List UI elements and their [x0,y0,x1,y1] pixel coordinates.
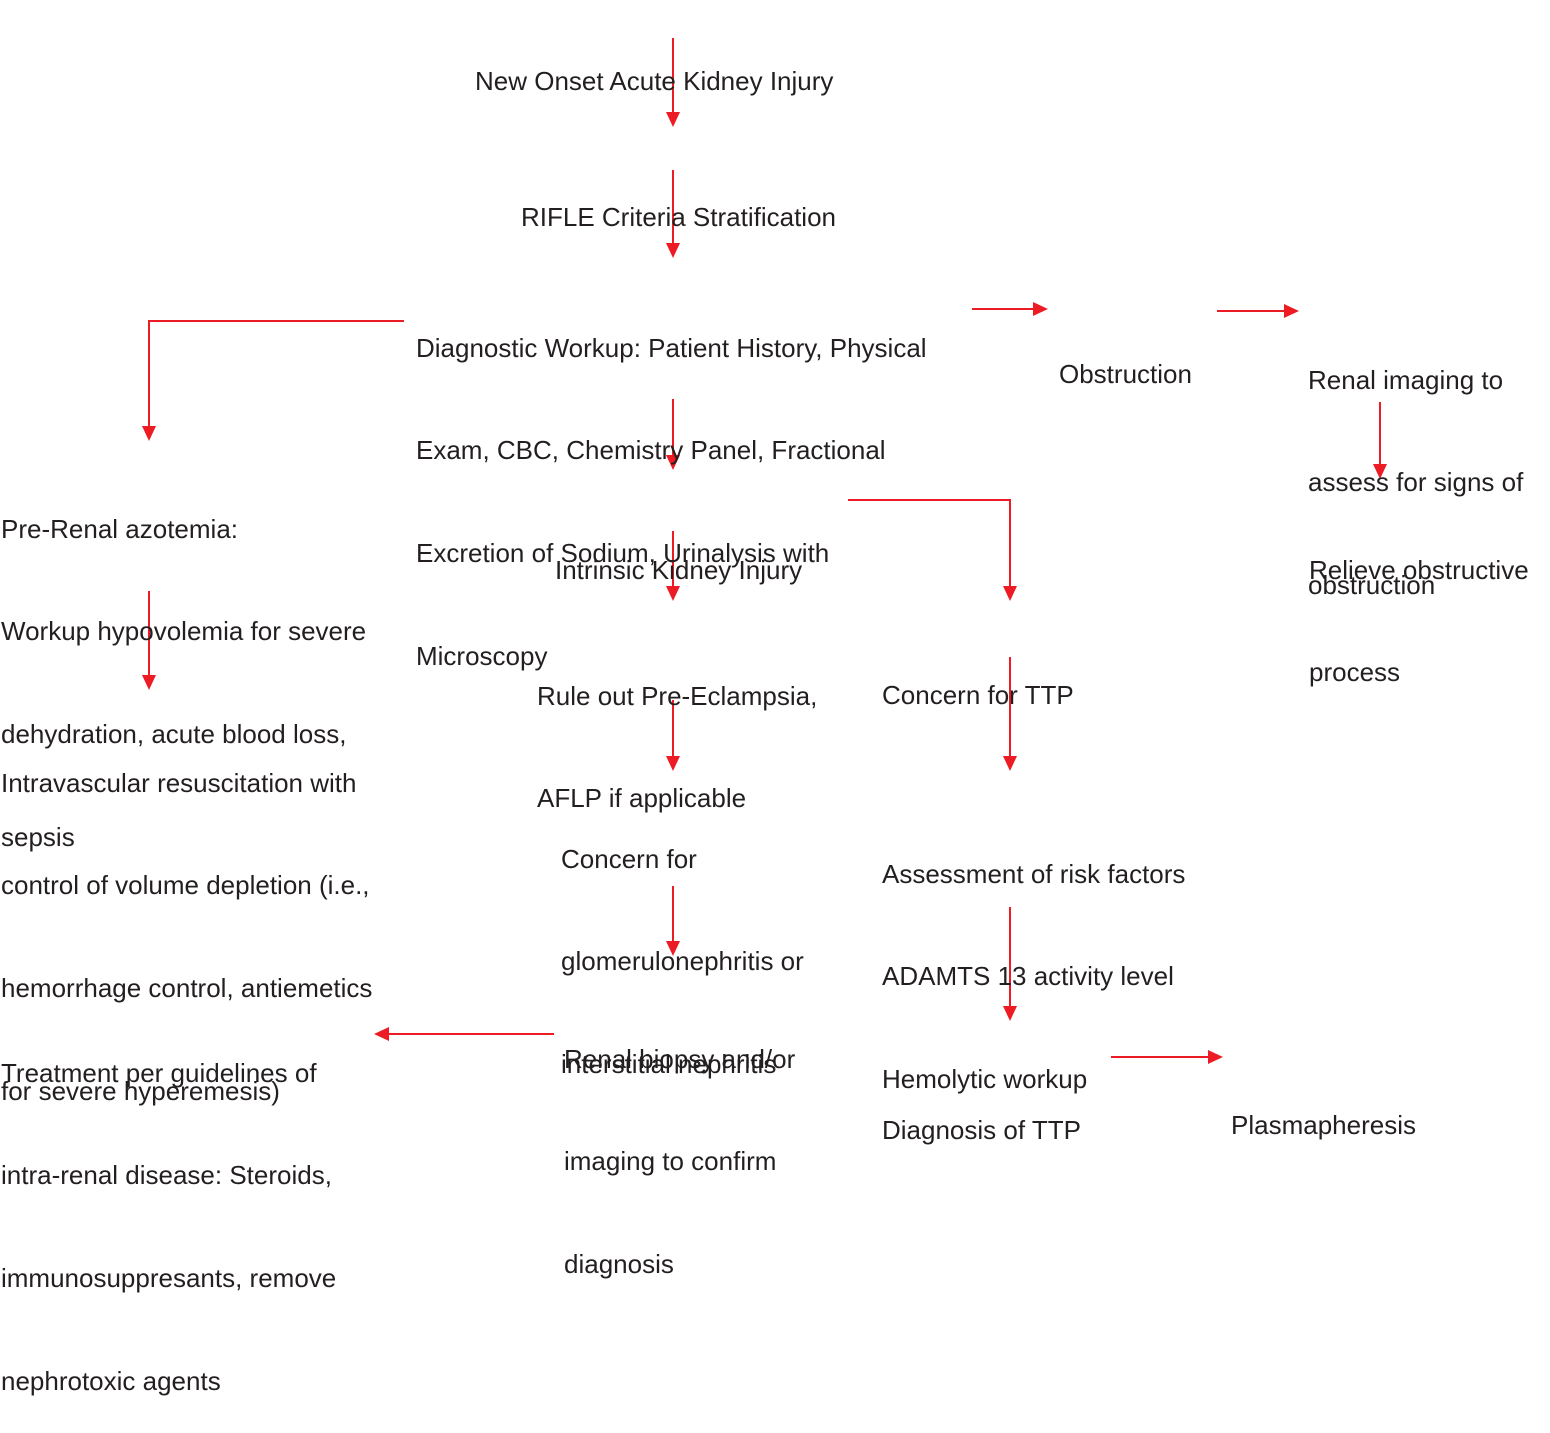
node-text-line: Microscopy [416,641,548,672]
node-text-line: New Onset Acute Kidney Injury [475,65,834,96]
node-plasmapheresis: Plasmapheresis [1231,1039,1416,1176]
arrow-workup-to-obstruction [972,302,1048,316]
node-text-line: Pre-Renal azotemia: [1,513,238,544]
node-text-line: immunosuppresants, remove [1,1263,337,1294]
node-intrinsic-kidney-injury: Intrinsic Kidney Injury [555,484,802,621]
node-text-line: Intravascular resuscitation with [1,767,357,798]
arrow-new-onset-to-rifle [666,38,680,127]
node-text-line: diagnosis [564,1249,674,1280]
node-text-line: Intrinsic Kidney Injury [555,554,803,585]
arrow-diagnosis-ttp-to-plasmapheresis [1111,1050,1223,1064]
node-text-line: glomerulonephritis or [561,946,804,977]
node-text-line: Assessment of risk factors [882,858,1186,889]
node-text-line: Relieve obstructive [1309,554,1529,585]
node-intravascular-resuscitation: Intravascular resuscitation with control… [1,697,372,1143]
node-text-line: Exam, CBC, Chemistry Panel, Fractional [416,435,886,466]
arrow-glomerulo-to-biopsy [666,886,680,956]
node-text-line: ADAMTS 13 activity level [882,961,1174,992]
node-new-onset-aki: New Onset Acute Kidney Injury [475,0,833,132]
node-treatment-guidelines: Treatment per guidelines of intra-renal … [1,987,336,1433]
node-text-line: Rule out Pre-Eclampsia, [537,680,818,711]
node-text-line: Plasmapheresis [1231,1109,1416,1140]
node-text-line: Workup hypovolemia for severe [1,616,367,647]
node-diagnosis-of-ttp: Diagnosis of TTP [882,1044,1081,1181]
node-text-line: Treatment per guidelines of [1,1057,317,1088]
arrow-layer [142,38,1387,1064]
arrow-workup-to-pre-renal [142,320,404,441]
node-text-line: hemorrhage control, antiemetics [1,973,373,1004]
node-text-line: Renal imaging to [1308,364,1504,395]
arrow-rifle-to-workup [666,170,680,258]
node-text-line: assess for signs of [1308,467,1524,498]
node-renal-imaging: Renal imaging to assess for signs of obs… [1308,294,1523,637]
node-text-line: interstitial nephritis [561,1049,777,1080]
node-assessment-risk-factors: Assessment of risk factors ADAMTS 13 act… [882,788,1185,1131]
node-diagnostic-workup: Diagnostic Workup: Patient History, Phys… [416,262,927,708]
node-text-line: obstruction [1308,570,1436,601]
node-text-line: Diagnosis of TTP [882,1114,1081,1145]
node-text-line: dehydration, acute blood loss, [1,719,347,750]
arrow-biopsy-to-treatment [374,1027,554,1041]
node-text-line: control of volume depletion (i.e., [1,870,370,901]
arrow-renal-imaging-to-relieve [1373,402,1387,479]
node-text-line: Diagnostic Workup: Patient History, Phys… [416,332,927,363]
node-concern-glomerulonephritis: Concern for glomerulonephritis or inters… [561,773,804,1116]
node-pre-renal-azotemia: Pre-Renal azotemia: Workup hypovolemia f… [1,443,366,889]
node-text-line: AFLP if applicable [537,783,747,814]
node-text-line: Hemolytic workup [882,1064,1088,1095]
arrow-workup-to-intrinsic [666,399,680,470]
node-concern-for-ttp: Concern for TTP [882,609,1074,746]
arrow-pre-renal-to-intravascular [142,591,156,690]
node-rule-out-pre-eclampsia: Rule out Pre-Eclampsia, AFLP if applicab… [537,610,817,850]
node-text-line: sepsis [1,822,75,853]
node-text-line: Concern for [561,843,697,874]
node-relieve-obstruction: Relieve obstructive process [1309,484,1529,724]
arrow-obstruction-to-renal-imaging [1217,304,1299,318]
arrow-intrinsic-to-concern-ttp [848,499,1017,601]
arrow-intrinsic-to-rule-out [666,531,680,601]
node-renal-biopsy: Renal biopsy and/or imaging to confirm d… [564,973,795,1316]
node-text-line: RIFLE Criteria Stratification [521,201,836,232]
node-rifle-criteria: RIFLE Criteria Stratification [521,131,836,268]
node-text-line: Concern for TTP [882,679,1074,710]
node-text-line: Excretion of Sodium, Urinalysis with [416,538,830,569]
node-text-line: for severe hyperemesis) [1,1076,280,1107]
node-text-line: Obstruction [1059,358,1192,389]
node-text-line: imaging to confirm [564,1146,777,1177]
arrow-assessment-to-diagnosis-ttp [1003,907,1017,1021]
arrow-concern-ttp-to-assessment [1003,657,1017,771]
node-obstruction: Obstruction [1059,288,1192,425]
node-text-line: nephrotoxic agents [1,1366,221,1397]
node-text-line: Renal biopsy and/or [564,1043,796,1074]
arrow-rule-out-to-glomerulo [666,700,680,771]
node-text-line: intra-renal disease: Steroids, [1,1160,332,1191]
node-text-line: process [1309,657,1401,688]
